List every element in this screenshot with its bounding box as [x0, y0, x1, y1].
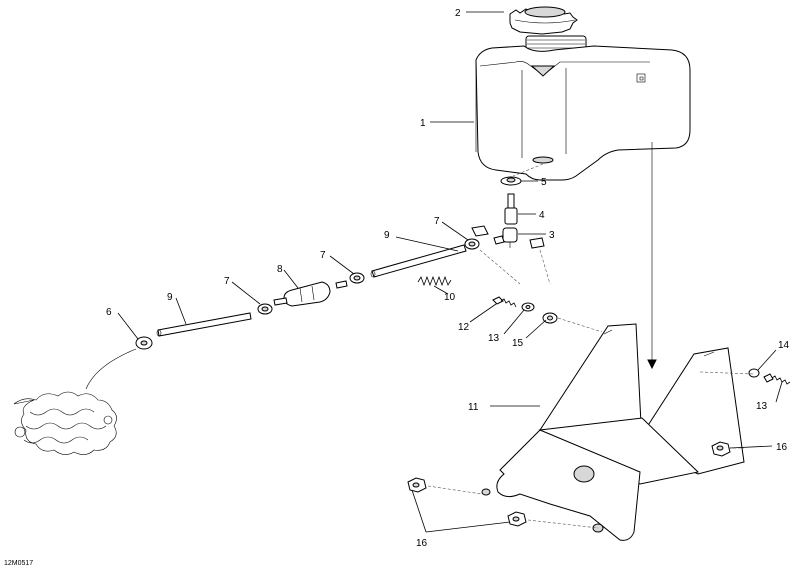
- callout-7-upper: 7: [434, 216, 440, 227]
- callout-16-right: 16: [776, 442, 788, 453]
- callouts: 2 1 5 4 3 7 9 7 8 7 9 6 10 12 13 15 11 1…: [106, 8, 790, 549]
- grommet: [500, 176, 522, 186]
- nut-right: [711, 441, 731, 457]
- nut-left: [407, 477, 427, 493]
- callout-15: 15: [512, 338, 524, 349]
- bolt-12: [492, 296, 517, 308]
- callout-13-right: 13: [756, 401, 768, 412]
- hose-upper: [370, 244, 467, 278]
- callout-13-left: 13: [488, 333, 500, 344]
- clamp-lower: [257, 303, 273, 315]
- callout-16-bottom: 16: [416, 538, 428, 549]
- hose-lower: [156, 312, 252, 337]
- clamp-end: [135, 336, 153, 350]
- valve-assembly: [471, 225, 545, 249]
- oil-tank: [475, 35, 691, 181]
- callout-14: 14: [778, 340, 790, 351]
- clamp-middle: [349, 272, 365, 284]
- callout-10: 10: [444, 292, 456, 303]
- callout-2: 2: [455, 8, 461, 19]
- callout-12: 12: [458, 322, 470, 333]
- callout-7-middle: 7: [320, 250, 326, 261]
- callout-8: 8: [277, 264, 283, 275]
- assembly-lines: [427, 142, 755, 529]
- diagram-code: 12M0517: [4, 560, 33, 567]
- nut-bottom: [507, 511, 527, 527]
- fitting: [504, 193, 518, 225]
- washer-15: [542, 312, 558, 324]
- callout-6: 6: [106, 307, 112, 318]
- washer-14: [748, 368, 760, 378]
- callout-9-upper: 9: [384, 230, 390, 241]
- tank-cap: [509, 6, 578, 35]
- callout-1: 1: [420, 118, 426, 129]
- bolt-13: [763, 373, 791, 385]
- callout-4: 4: [539, 210, 545, 221]
- callout-7-lower: 7: [224, 276, 230, 287]
- spring: [417, 275, 452, 287]
- callout-3: 3: [549, 230, 555, 241]
- washer-13: [521, 302, 535, 312]
- callout-5: 5: [541, 177, 547, 188]
- callout-9-lower: 9: [167, 292, 173, 303]
- leader-lines: [117, 11, 783, 533]
- clamp-upper: [464, 238, 480, 250]
- callout-11: 11: [468, 402, 479, 413]
- inline-filter: [273, 280, 348, 307]
- engine-connection: [13, 348, 137, 455]
- mounting-bracket: [481, 323, 745, 541]
